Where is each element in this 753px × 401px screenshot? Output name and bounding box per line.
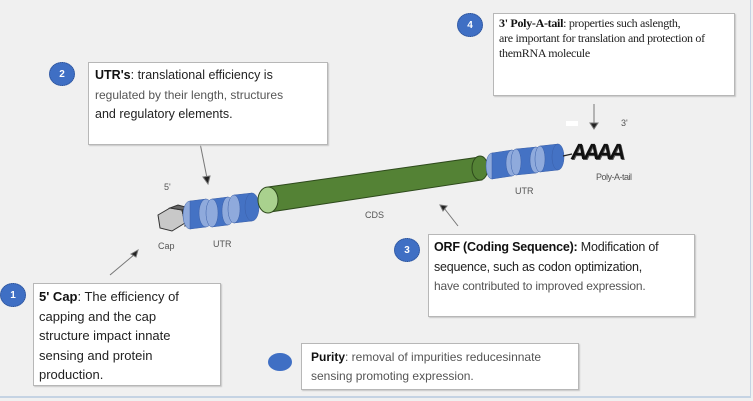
callout-purity: Purity: removal of impurities reducesinn…: [301, 343, 579, 390]
callout-1-badge: 1: [0, 283, 26, 307]
three-prime-label: 3': [621, 118, 628, 128]
callout-4-line-1: : properties such aslength,: [563, 16, 681, 30]
cds-label: CDS: [365, 210, 385, 220]
callout-2-line-1: : translational efficiency is: [130, 68, 273, 82]
callout-poly-a-tail: 3' Poly-A-tail: properties such aslength…: [493, 13, 735, 96]
callout-1-line-2: capping and the cap: [39, 308, 157, 324]
white-marker: [566, 121, 578, 126]
callout-3-line-2: sequence, such as codon optimization,: [434, 259, 643, 274]
utr-right-shape: [485, 143, 565, 180]
utr-pointer-arrowhead: [202, 175, 211, 186]
callout-4-line-3: themRNA molecule: [499, 46, 590, 60]
callout-3-title: ORF (Coding Sequence):: [434, 240, 578, 254]
callout-3-line-1: Modification of: [577, 240, 659, 254]
poly-a-sequence: AAAA: [569, 139, 625, 164]
callout-4-title: 3' Poly-A-tail: [499, 16, 564, 30]
cap-pointer-arrow: [109, 253, 136, 276]
utr-right-label: UTR: [515, 186, 534, 196]
callout-2-line-3: and regulatory elements.: [95, 107, 233, 121]
poly-a-tail-label: Poly-A-tail: [596, 172, 632, 182]
callout-1-line-1: : The efficiency of: [77, 289, 179, 304]
callout-5-prime-cap: 5' Cap: The efficiency of capping and th…: [33, 283, 221, 386]
callout-utrs: UTR's: translational efficiency is regul…: [88, 62, 328, 145]
callout-4-line-2: are important for translation and protec…: [499, 31, 705, 45]
cds-shape: [257, 155, 489, 214]
callout-3-badge: 3: [394, 238, 420, 262]
polya-pointer-arrowhead: [589, 122, 599, 130]
utr-left-shape: [182, 192, 260, 230]
callout-2-line-2: regulated by their length, structures: [95, 87, 284, 102]
callout-1-line-5: production.: [39, 367, 104, 382]
utr-pointer-arrow: [199, 142, 208, 179]
cds-pointer-arrow: [443, 207, 459, 227]
callout-5-title: Purity: [311, 350, 346, 364]
utr-left-label: UTR: [213, 239, 232, 249]
callout-1-line-3: structure impact innate: [39, 328, 171, 343]
callout-5-line-1: : removal of impurities reducesinnate: [345, 350, 542, 364]
callout-1-line-4: sensing and protein: [39, 347, 153, 363]
five-prime-label: 5': [164, 182, 171, 192]
cds-pointer-arrowhead: [439, 204, 448, 212]
callout-3-line-3: have contributed to improved expression.: [434, 279, 646, 293]
cap-pointer-arrowhead: [130, 248, 139, 258]
callout-5-line-2: sensing promoting expression.: [311, 369, 474, 383]
callout-1-title: 5' Cap: [39, 289, 78, 304]
callout-orf: ORF (Coding Sequence): Modification of s…: [428, 234, 695, 317]
callout-5-badge: [268, 353, 292, 371]
cap-label: Cap: [158, 241, 175, 251]
callout-2-badge: 2: [49, 62, 75, 86]
callout-4-badge: 4: [457, 13, 483, 37]
callout-2-title: UTR's: [95, 68, 131, 82]
